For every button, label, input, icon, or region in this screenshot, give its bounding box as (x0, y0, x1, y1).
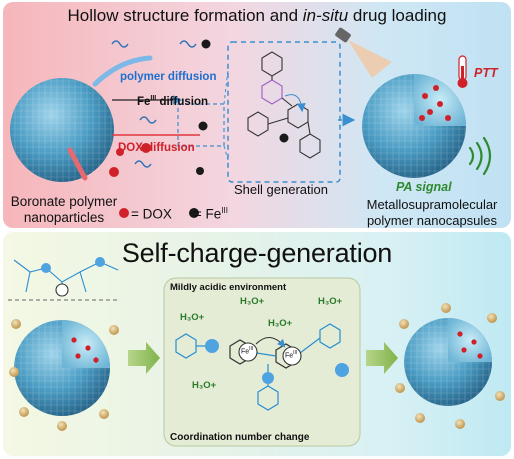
fe-center-left (238, 342, 258, 362)
boronate-label: Boronate polymer nanoparticles (10, 194, 118, 225)
top-title: Hollow structure formation and in-situ d… (67, 6, 447, 25)
h3o-label: H₃O+ (192, 380, 217, 391)
bottom-right-capsule (404, 318, 492, 406)
thermometer-icon (457, 55, 468, 88)
polymer-diffusion-label: polymer diffusion (120, 71, 217, 83)
dox-dots (109, 143, 151, 177)
polymer-chain-icons (111, 40, 197, 168)
shell-molecule (247, 51, 321, 159)
legend: = DOX= FeIII (131, 206, 228, 222)
fe-center-right-label: FeIII (285, 350, 298, 360)
legend-dox-dot (119, 208, 129, 218)
acidic-environment-box (163, 277, 361, 447)
h3o-label: H₃O+ (180, 312, 205, 323)
boronate-nanoparticle (10, 78, 114, 182)
bottom-left-molecule (13, 257, 119, 297)
bottom-left-charge-icons (9, 319, 119, 431)
shell-generation-box (227, 41, 341, 183)
h3o-label: H₃O+ (240, 296, 265, 307)
fe-ion-dots (196, 39, 211, 175)
dox-diffusion-arrow (67, 147, 88, 181)
coordination-arrow (255, 337, 286, 348)
bottom-left-capsule (14, 320, 110, 416)
shell-generation-label: Shell generation (234, 182, 328, 197)
dox-diffusion-label: DOX diffusion (118, 142, 195, 154)
lamp-icon (335, 27, 392, 78)
polymer-diffusion-arrow (92, 55, 153, 87)
fe-center-dot (279, 133, 289, 143)
zoom-lines (223, 69, 229, 161)
legend-fe-dot (189, 208, 199, 218)
coordination-change-label: Coordination number change (170, 432, 310, 443)
left-green-arrow (128, 342, 160, 374)
fe-diffusion-label: FeIII diffusion (137, 95, 209, 108)
pa-signal-label: PA signal (396, 180, 452, 194)
zoom-box (177, 103, 225, 147)
h3o-label: H₃O+ (318, 296, 343, 307)
bottom-right-charge-icons (395, 303, 505, 429)
ptt-label: PTT (474, 66, 498, 80)
fe-center-left-label: FeIII (241, 346, 254, 356)
pa-signal-icon (468, 136, 492, 176)
fe-center-right (282, 346, 302, 366)
bottom-title: Self-charge-generation (121, 238, 393, 268)
nanocapsule-label: Metallosupramolecular polymer nanocapsul… (366, 197, 498, 228)
nanocapsule (362, 74, 466, 178)
right-green-arrow (366, 342, 398, 374)
acidic-environment-label: Mildly acidic environment (170, 282, 287, 293)
h3o-label: H₃O+ (268, 318, 293, 329)
